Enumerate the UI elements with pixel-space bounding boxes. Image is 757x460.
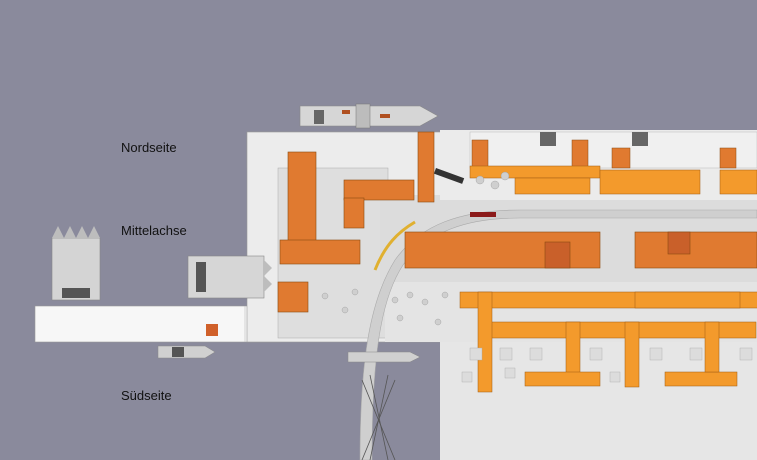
- label-mittelachse: Mittelachse: [121, 223, 187, 238]
- ship-north: [299, 103, 439, 129]
- pier-marker: [206, 324, 218, 336]
- ship-barge: [187, 255, 272, 299]
- label-suedseite: Südseite: [121, 388, 172, 403]
- ship-tanker: [51, 226, 101, 301]
- label-nordseite: Nordseite: [121, 140, 177, 155]
- rail-tracks: [361, 374, 396, 460]
- south-plots: [461, 347, 753, 383]
- walkway: [433, 168, 465, 184]
- buildings-middle: [404, 231, 757, 269]
- plaza-trees: [321, 171, 510, 326]
- west-pier: [34, 305, 281, 343]
- ship-small-center: [347, 351, 421, 363]
- road-marking: [373, 220, 416, 271]
- buildings-central: [277, 131, 435, 313]
- ship-small-west: [157, 345, 216, 359]
- buildings-south: [459, 291, 757, 393]
- red-accent: [470, 212, 496, 217]
- main-road: [359, 209, 757, 460]
- buildings-north: [469, 131, 757, 195]
